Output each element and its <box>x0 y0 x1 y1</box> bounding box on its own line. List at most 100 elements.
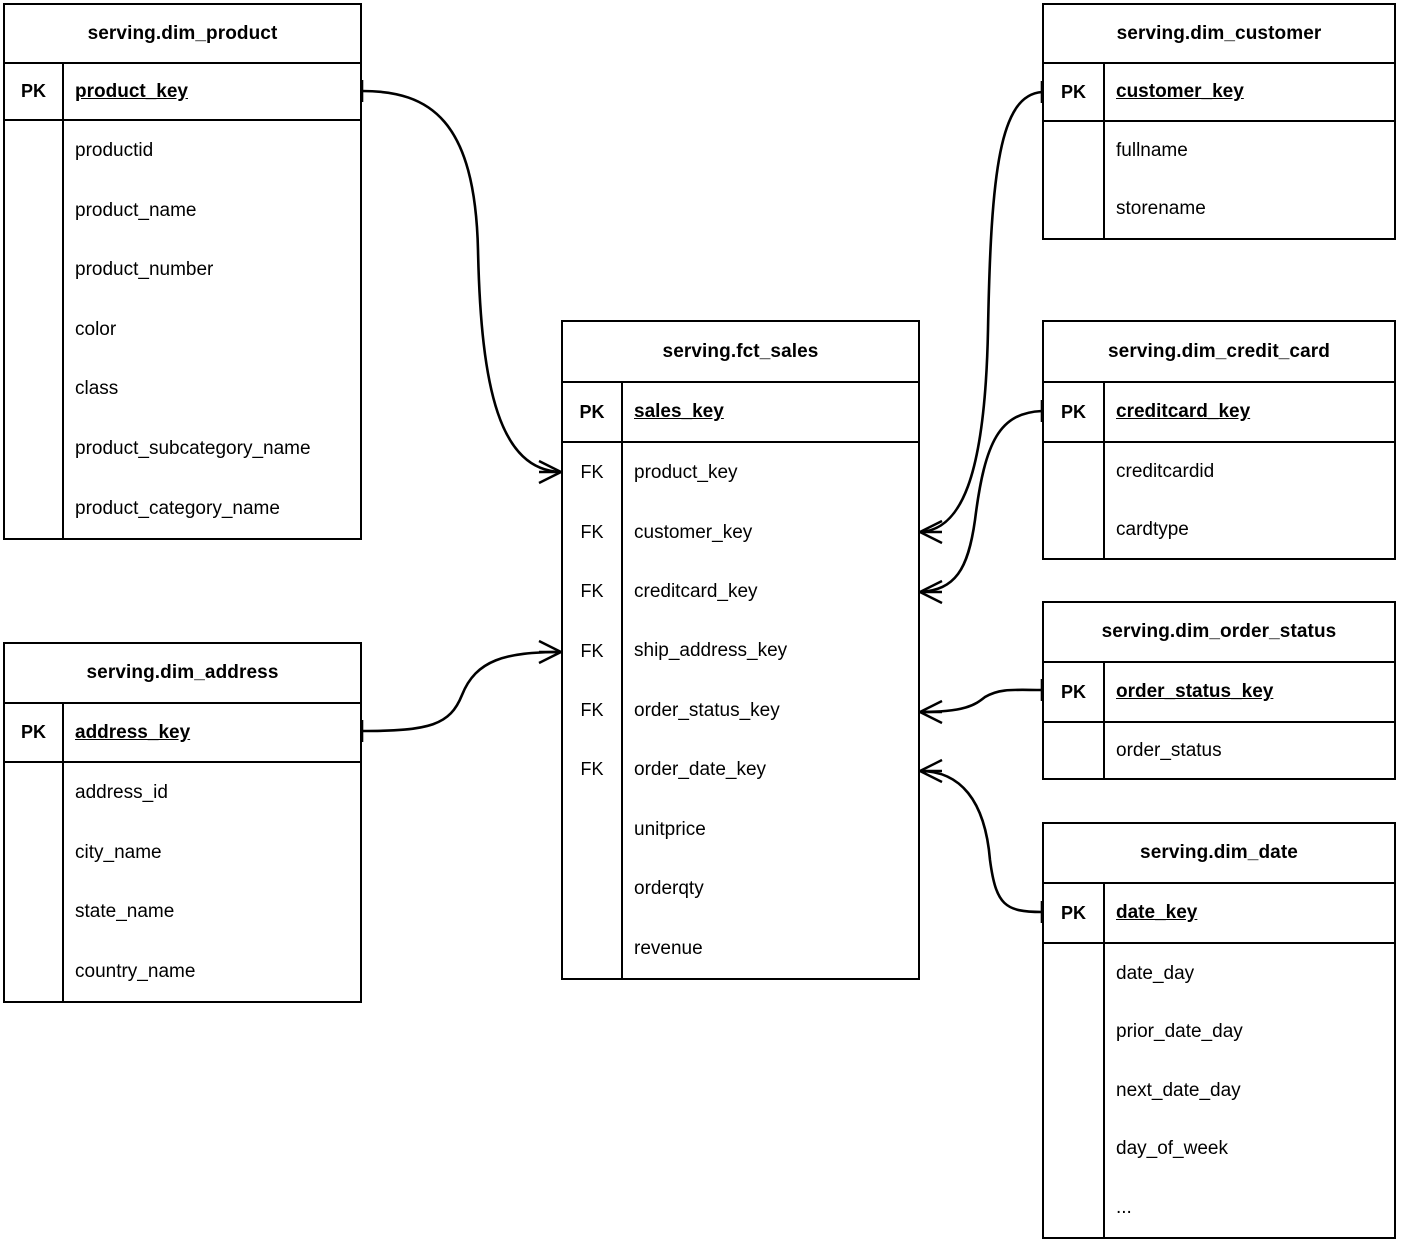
entity-title-fct_sales: serving.fct_sales <box>563 322 918 383</box>
attribute-name-: ... <box>1116 1197 1132 1219</box>
entity-title-dim_date: serving.dim_date <box>1044 824 1394 884</box>
cardinality-many-prong-0 <box>538 639 562 654</box>
cardinality-many-prong-0 <box>919 699 943 714</box>
key-badge-none <box>1044 944 1105 1003</box>
key-badge-pk: PK <box>5 704 64 761</box>
attribute-name-productid: productid <box>75 140 154 162</box>
key-badge-none <box>1044 443 1105 501</box>
attribute-list-dim_order_status: order_status <box>1044 723 1394 778</box>
attribute-row-fct_sales-orderqty[interactable]: orderqty <box>563 859 918 919</box>
attribute-row-dim_date-[interactable]: ... <box>1044 1178 1394 1237</box>
key-badge-none <box>5 763 64 823</box>
attribute-name-revenue: revenue <box>634 937 703 959</box>
attribute-row-dim_date-next_date_day[interactable]: next_date_day <box>1044 1061 1394 1120</box>
attribute-row-dim_product-color[interactable]: color <box>5 299 360 360</box>
key-badge-pk: PK <box>5 64 64 119</box>
key-badge-none <box>1044 723 1105 778</box>
relationship-sales-to-order-status <box>919 679 1044 725</box>
key-badge-none <box>5 240 64 300</box>
attribute-name-product_number: product_number <box>75 259 214 281</box>
attribute-row-dim_customer-storename[interactable]: storename <box>1044 180 1394 238</box>
key-badge-pk: PK <box>563 383 623 441</box>
key-badge-fk: FK <box>563 561 623 622</box>
key-badge-none <box>5 121 64 181</box>
attribute-row-dim_date-date_day[interactable]: date_day <box>1044 944 1394 1003</box>
key-badge-pk: PK <box>1044 884 1105 942</box>
attribute-name-product_category_name: product_category_name <box>75 497 280 519</box>
attribute-row-dim_product-product_subcategory_name[interactable]: product_subcategory_name <box>5 418 360 479</box>
entity-title-dim_customer: serving.dim_customer <box>1044 5 1394 64</box>
attribute-row-dim_date-prior_date_day[interactable]: prior_date_day <box>1044 1002 1394 1062</box>
attribute-row-dim_address-country_name[interactable]: country_name <box>5 941 360 1001</box>
attribute-name-order_status_key: order_status_key <box>634 699 780 721</box>
attribute-row-dim_product-product_number[interactable]: product_number <box>5 240 360 300</box>
cardinality-many-prong-2 <box>538 470 562 485</box>
attribute-name-storename: storename <box>1116 198 1206 220</box>
attribute-row-dim_product-product_key[interactable]: PK product_key <box>5 64 360 121</box>
attribute-name-order_status_key: order_status_key <box>1116 681 1274 703</box>
attribute-name-country_name: country_name <box>75 960 196 982</box>
attribute-name-prior_date_day: prior_date_day <box>1116 1021 1243 1043</box>
attribute-row-fct_sales-unitprice[interactable]: unitprice <box>563 799 918 860</box>
attribute-row-dim_product-class[interactable]: class <box>5 359 360 419</box>
attribute-row-dim_date-day_of_week[interactable]: day_of_week <box>1044 1119 1394 1179</box>
attribute-row-dim_customer-fullname[interactable]: fullname <box>1044 122 1394 180</box>
attribute-name-date_day: date_day <box>1116 962 1195 984</box>
attribute-list-dim_customer: fullname storename <box>1044 122 1394 238</box>
attribute-row-dim_product-productid[interactable]: productid <box>5 121 360 181</box>
attribute-row-fct_sales-order_status_key[interactable]: FK order_status_key <box>563 680 918 741</box>
key-badge-none <box>5 478 64 538</box>
attribute-name-address_key: address_key <box>75 721 191 743</box>
key-badge-none <box>1044 122 1105 180</box>
attribute-row-fct_sales-revenue[interactable]: revenue <box>563 918 918 978</box>
attribute-row-dim_product-product_name[interactable]: product_name <box>5 180 360 241</box>
attribute-list-dim_credit_card: creditcardid cardtype <box>1044 443 1394 558</box>
key-badge-none <box>1044 500 1105 558</box>
attribute-name-product_key: product_key <box>75 80 188 102</box>
attribute-row-dim_credit_card-cardtype[interactable]: cardtype <box>1044 500 1394 558</box>
key-badge-fk: FK <box>563 680 623 741</box>
attribute-row-dim_address-address_id[interactable]: address_id <box>5 763 360 823</box>
attribute-name-unitprice: unitprice <box>634 818 706 840</box>
relationship-sales-to-date <box>919 758 1044 923</box>
key-badge-none <box>563 918 623 978</box>
key-badge-fk: FK <box>563 502 623 562</box>
attribute-row-dim_address-state_name[interactable]: state_name <box>5 882 360 942</box>
key-badge-none <box>1044 1061 1105 1120</box>
relationship-sales-to-customer <box>919 81 1044 545</box>
attribute-row-dim_product-product_category_name[interactable]: product_category_name <box>5 478 360 538</box>
attribute-row-dim_address-address_key[interactable]: PK address_key <box>5 704 360 763</box>
attribute-name-customer_key: customer_key <box>634 521 753 543</box>
connector-line <box>361 89 562 474</box>
attribute-row-dim_address-city_name[interactable]: city_name <box>5 822 360 882</box>
attribute-name-order_status: order_status <box>1116 739 1222 761</box>
attribute-name-cardtype: cardtype <box>1116 518 1189 540</box>
cardinality-many-prong-2 <box>919 769 943 784</box>
key-badge-none <box>5 882 64 942</box>
attribute-row-dim_credit_card-creditcardid[interactable]: creditcardid <box>1044 443 1394 501</box>
relationship-product-to-sales <box>360 80 562 485</box>
cardinality-many-prong-2 <box>919 590 943 605</box>
attribute-name-product_name: product_name <box>75 199 197 221</box>
attribute-row-dim_order_status-order_status[interactable]: order_status <box>1044 723 1394 778</box>
attribute-row-fct_sales-customer_key[interactable]: FK customer_key <box>563 502 918 562</box>
entity-title-dim_product: serving.dim_product <box>5 5 360 64</box>
attribute-name-product_subcategory_name: product_subcategory_name <box>75 437 311 459</box>
